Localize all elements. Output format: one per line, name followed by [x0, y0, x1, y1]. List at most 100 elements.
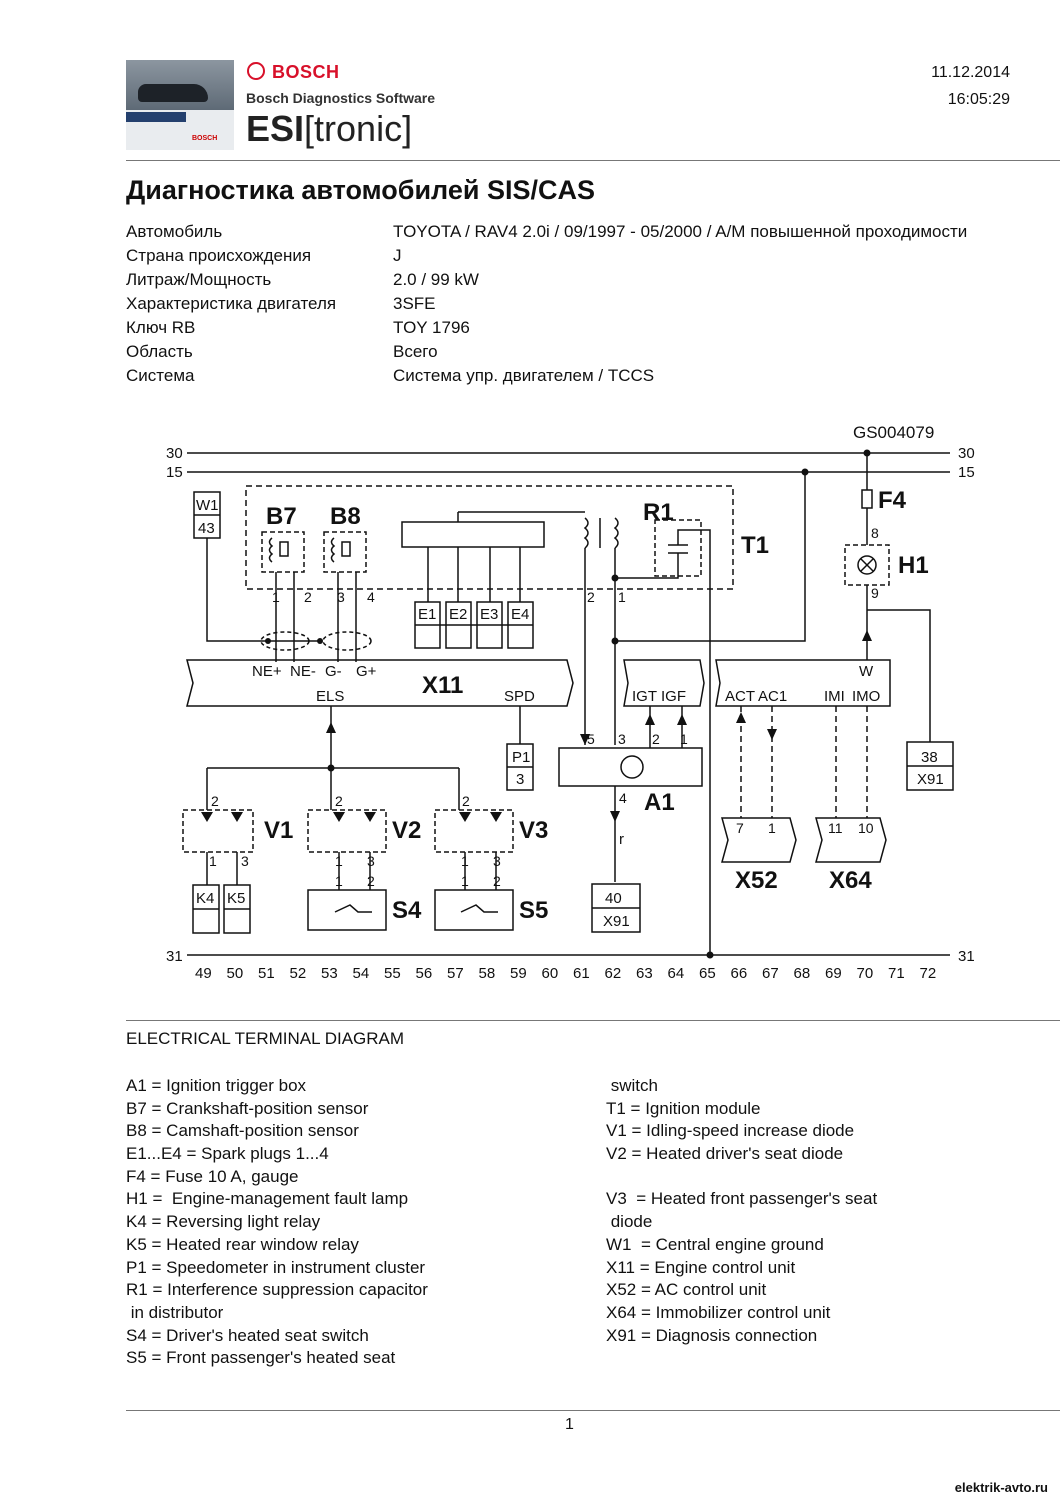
r1-label: R1: [643, 499, 674, 526]
legend-item: X91 = Diagnosis connection: [606, 1325, 818, 1345]
v3-label: V3: [519, 817, 548, 844]
grid-number: 52: [290, 965, 307, 982]
t1-label: T1: [741, 532, 769, 559]
bosch-logo-icon: [247, 62, 265, 80]
grid-number: 53: [321, 965, 338, 982]
header-divider: [126, 160, 1060, 161]
svg-text:1: 1: [209, 853, 217, 869]
w1-pin: 43: [198, 520, 215, 537]
pin-igf: IGF: [661, 688, 686, 705]
h1-label: H1: [898, 552, 929, 579]
x11-label: X11: [422, 672, 463, 699]
grid-number: 68: [794, 965, 811, 982]
rail-31-left: 31: [166, 948, 183, 965]
legend-item: S4 = Driver's heated seat switch: [126, 1325, 369, 1345]
svg-text:1: 1: [335, 873, 343, 889]
legend-item: K4 = Reversing light relay: [126, 1212, 321, 1232]
pin-ne-plus: NE+: [252, 663, 282, 680]
svg-text:11: 11: [828, 820, 843, 836]
grid-number: 69: [825, 965, 842, 982]
svg-text:2: 2: [652, 731, 660, 747]
grid-number: 59: [510, 965, 527, 982]
footer-divider: [126, 1410, 1060, 1411]
grid-number: 64: [668, 965, 685, 982]
svg-text:2: 2: [493, 873, 501, 889]
v2-label: V2: [392, 817, 421, 844]
grid-number: 50: [227, 965, 244, 982]
legend-item: F4 = Fuse 10 A, gauge: [126, 1166, 299, 1186]
legend-left-column: A1 = Ignition trigger box B7 = Crankshaft…: [126, 1075, 586, 1370]
page-title: Диагностика автомобилей SIS/CAS: [126, 175, 595, 205]
b8-label: B8: [330, 503, 361, 530]
legend-item: V2 = Heated driver's seat diode: [606, 1144, 844, 1164]
svg-text:1: 1: [768, 820, 776, 836]
s5-label: S5: [519, 897, 548, 924]
legend-item: diode: [606, 1212, 653, 1232]
svg-text:2: 2: [587, 589, 595, 605]
legend-item: K5 = Heated rear window relay: [126, 1234, 359, 1254]
svg-text:2: 2: [335, 793, 343, 809]
p1-pin: 3: [516, 771, 524, 788]
grid-number: 66: [731, 965, 748, 982]
grid-number: 51: [258, 965, 275, 982]
svg-text:3: 3: [337, 589, 345, 605]
s4-label: S4: [392, 897, 422, 924]
svg-text:1: 1: [618, 589, 626, 605]
svg-text:2: 2: [462, 793, 470, 809]
grid-number: 65: [699, 965, 716, 982]
legend-item: E1...E4 = Spark plugs 1...4: [126, 1144, 329, 1164]
x91-label-a: X91: [603, 913, 630, 930]
product-name: ESI[tronic]: [246, 108, 413, 149]
svg-text:4: 4: [619, 790, 627, 806]
rail-30-right: 30: [958, 445, 975, 462]
software-name: Bosch Diagnostics Software: [246, 90, 436, 106]
svg-text:5: 5: [587, 731, 595, 747]
svg-text:3: 3: [241, 853, 249, 869]
b7-label: B7: [266, 503, 297, 530]
legend-item: B8 = Camshaft-position sensor: [126, 1121, 359, 1141]
p1-label: P1: [512, 749, 530, 766]
pin-els: ELS: [316, 688, 344, 705]
grid-number: 72: [920, 965, 937, 982]
legend-item: X11 = Engine control unit: [606, 1257, 796, 1277]
svg-text:1: 1: [461, 873, 469, 889]
k4-label: K4: [196, 890, 214, 907]
grid-number: 61: [573, 965, 590, 982]
a1-label: A1: [644, 789, 675, 816]
svg-text:3: 3: [367, 853, 375, 869]
svg-text:2: 2: [304, 589, 312, 605]
legend-item: V3 = Heated front passenger's seat: [606, 1189, 878, 1209]
svg-text:3: 3: [618, 731, 626, 747]
grid-number: 70: [857, 965, 874, 982]
legend-item: W1 = Central engine ground: [606, 1234, 824, 1254]
grid-number: 55: [384, 965, 401, 982]
f4-label: F4: [878, 487, 907, 514]
legend-item: H1 = Engine-management fault lamp: [126, 1189, 409, 1209]
svg-text:8: 8: [871, 525, 879, 541]
grid-number: 49: [195, 965, 212, 982]
grid-number: 71: [888, 965, 905, 982]
grid-number: 56: [416, 965, 433, 982]
v1-label: V1: [264, 817, 293, 844]
legend-item: X64 = Immobilizer control unit: [606, 1302, 831, 1322]
x91-label-b: X91: [917, 771, 944, 788]
legend-item: in distributor: [126, 1302, 224, 1322]
legend-item: R1 = Interference suppression capacitor: [126, 1280, 428, 1300]
x91-pin-38: 38: [921, 749, 938, 766]
legend-item: [606, 1166, 1036, 1189]
svg-text:9: 9: [871, 585, 879, 601]
legend-item: B7 = Crankshaft-position sensor: [126, 1098, 369, 1118]
pin-ne-minus: NE-: [290, 663, 316, 680]
legend-item: A1 = Ignition trigger box: [126, 1076, 307, 1095]
grid-number: 62: [605, 965, 622, 982]
watermark: elektrik-avto.ru: [954, 1480, 1048, 1495]
grid-number: 63: [636, 965, 653, 982]
